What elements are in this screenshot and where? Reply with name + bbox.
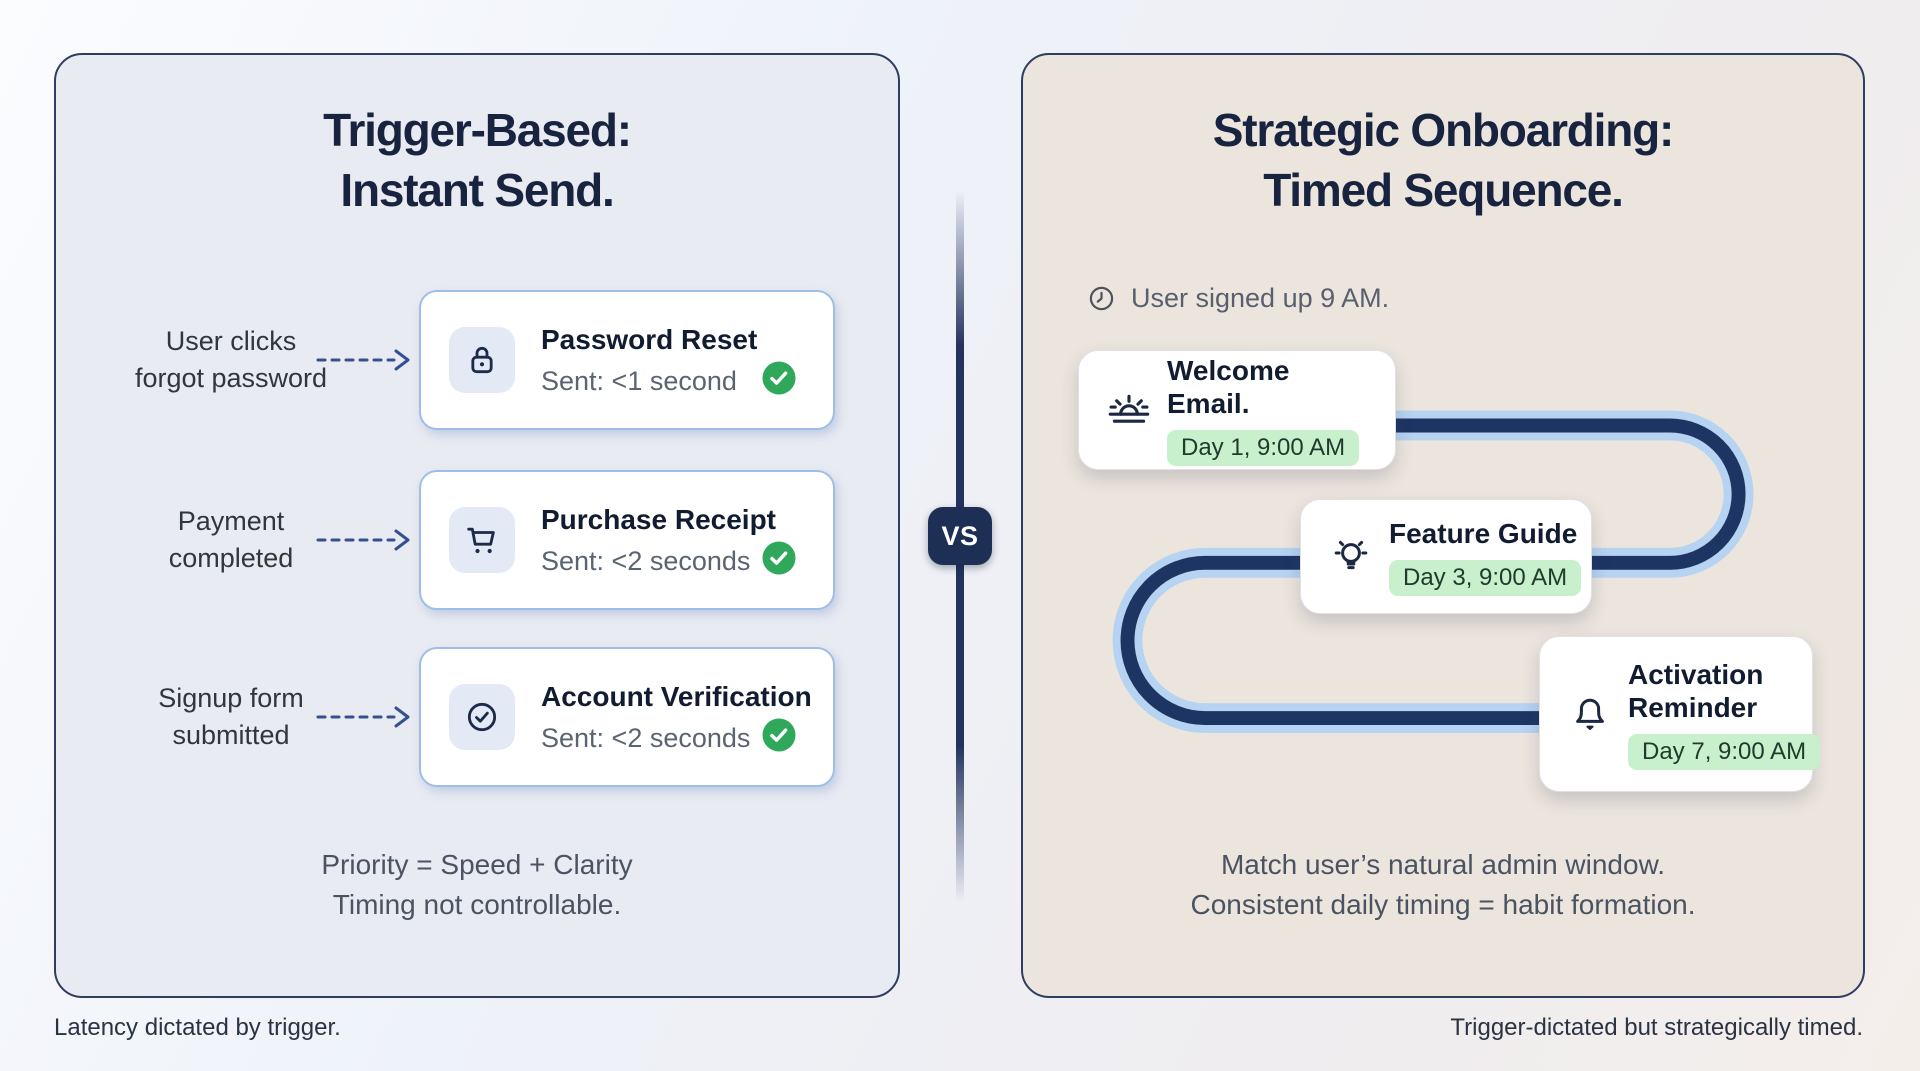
dashed-arrow-icon xyxy=(316,349,410,371)
vs-badge: VS xyxy=(928,507,992,565)
left-title-line2: Instant Send. xyxy=(340,164,614,216)
trigger-row-purchase-receipt: Payment completed Purchase Receipt Sent:… xyxy=(56,470,898,610)
clock-icon xyxy=(1089,286,1114,311)
trigger-based-panel: Trigger-Based: Instant Send. User clicks… xyxy=(54,53,900,998)
right-footer-line2: Consistent daily timing = habit formatio… xyxy=(1190,889,1696,920)
card-text: Password Reset Sent: <1 second xyxy=(541,324,757,397)
sunrise-icon xyxy=(1103,385,1155,435)
step-card-activation-reminder: Activation Reminder Day 7, 9:00 AM xyxy=(1539,636,1821,792)
step-title: Welcome Email. xyxy=(1167,355,1290,419)
right-footer-line1: Match user’s natural admin window. xyxy=(1220,849,1666,880)
card-title: Purchase Receipt xyxy=(541,503,776,535)
trigger-label-line1: Signup form xyxy=(158,683,304,713)
step-title: Activation Reminder xyxy=(1628,659,1764,723)
signup-note-text: User signed up 9 AM. xyxy=(1131,283,1390,313)
strategic-onboarding-panel: Strategic Onboarding: Timed Sequence. Us… xyxy=(1021,53,1865,998)
right-title-line2: Timed Sequence. xyxy=(1263,164,1624,216)
step-body: Welcome Email. Day 1, 9:00 AM xyxy=(1167,354,1371,466)
step-body: Feature Guide Day 3, 9:00 AM xyxy=(1389,517,1582,596)
trigger-row-password-reset: User clicks forgot password Password Res… xyxy=(56,290,898,430)
trigger-label-line2: forgot password xyxy=(134,363,328,393)
card-text: Account Verification Sent: <2 seconds xyxy=(541,681,812,754)
left-bottom-caption: Latency dictated by trigger. xyxy=(54,1014,341,1041)
card-status: Sent: <2 seconds xyxy=(541,722,751,753)
card-status: Sent: <2 seconds xyxy=(541,545,751,576)
step-day-badge: Day 1, 9:00 AM xyxy=(1167,430,1360,466)
dashed-arrow-icon xyxy=(316,529,410,551)
trigger-label: Signup form submitted xyxy=(96,680,366,754)
trigger-label-line2: submitted xyxy=(172,720,290,750)
email-card-password-reset: Password Reset Sent: <1 second xyxy=(419,290,835,430)
right-panel-footer: Match user’s natural admin window. Consi… xyxy=(1023,845,1863,925)
trigger-row-account-verification: Signup form submitted Account Verificati… xyxy=(56,647,898,787)
left-footer-line2: Timing not controllable. xyxy=(332,889,622,920)
step-card-feature-guide: Feature Guide Day 3, 9:00 AM xyxy=(1300,499,1592,614)
email-card-purchase-receipt: Purchase Receipt Sent: <2 seconds xyxy=(419,470,835,610)
trigger-label-line1: Payment xyxy=(177,506,285,536)
lightbulb-icon xyxy=(1325,533,1377,581)
right-panel-title: Strategic Onboarding: Timed Sequence. xyxy=(1023,100,1863,220)
trigger-label: Payment completed xyxy=(96,503,366,577)
email-card-account-verification: Account Verification Sent: <2 seconds xyxy=(419,647,835,787)
check-circle-filled-icon xyxy=(762,361,796,395)
card-title: Account Verification xyxy=(541,680,812,712)
sequence-path xyxy=(1112,410,1754,734)
check-circle-filled-icon xyxy=(762,718,796,752)
trigger-label-line1: User clicks xyxy=(165,326,297,356)
left-footer-line1: Priority = Speed + Clarity xyxy=(321,849,633,880)
left-panel-title: Trigger-Based: Instant Send. xyxy=(56,100,898,220)
check-circle-filled-icon xyxy=(762,541,796,575)
check-circle-icon xyxy=(449,684,515,750)
lock-icon xyxy=(449,327,515,393)
right-bottom-caption: Trigger-dictated but strategically timed… xyxy=(1450,1014,1863,1041)
trigger-label: User clicks forgot password xyxy=(96,323,366,397)
step-card-welcome-email: Welcome Email. Day 1, 9:00 AM xyxy=(1078,350,1396,470)
card-text: Purchase Receipt Sent: <2 seconds xyxy=(541,504,776,577)
signup-note: User signed up 9 AM. xyxy=(1086,283,1389,314)
left-title-line1: Trigger-Based: xyxy=(323,104,632,156)
step-day-badge: Day 3, 9:00 AM xyxy=(1389,560,1582,596)
step-title: Feature Guide xyxy=(1389,518,1578,549)
trigger-label-line2: completed xyxy=(168,543,294,573)
card-title: Password Reset xyxy=(541,323,758,355)
bell-icon xyxy=(1564,690,1616,738)
dashed-arrow-icon xyxy=(316,706,410,728)
step-day-badge: Day 7, 9:00 AM xyxy=(1628,734,1821,770)
cart-icon xyxy=(449,507,515,573)
card-status: Sent: <1 second xyxy=(541,365,737,396)
step-body: Activation Reminder Day 7, 9:00 AM xyxy=(1628,658,1821,770)
left-panel-footer: Priority = Speed + Clarity Timing not co… xyxy=(56,845,898,925)
right-title-line1: Strategic Onboarding: xyxy=(1212,104,1675,156)
